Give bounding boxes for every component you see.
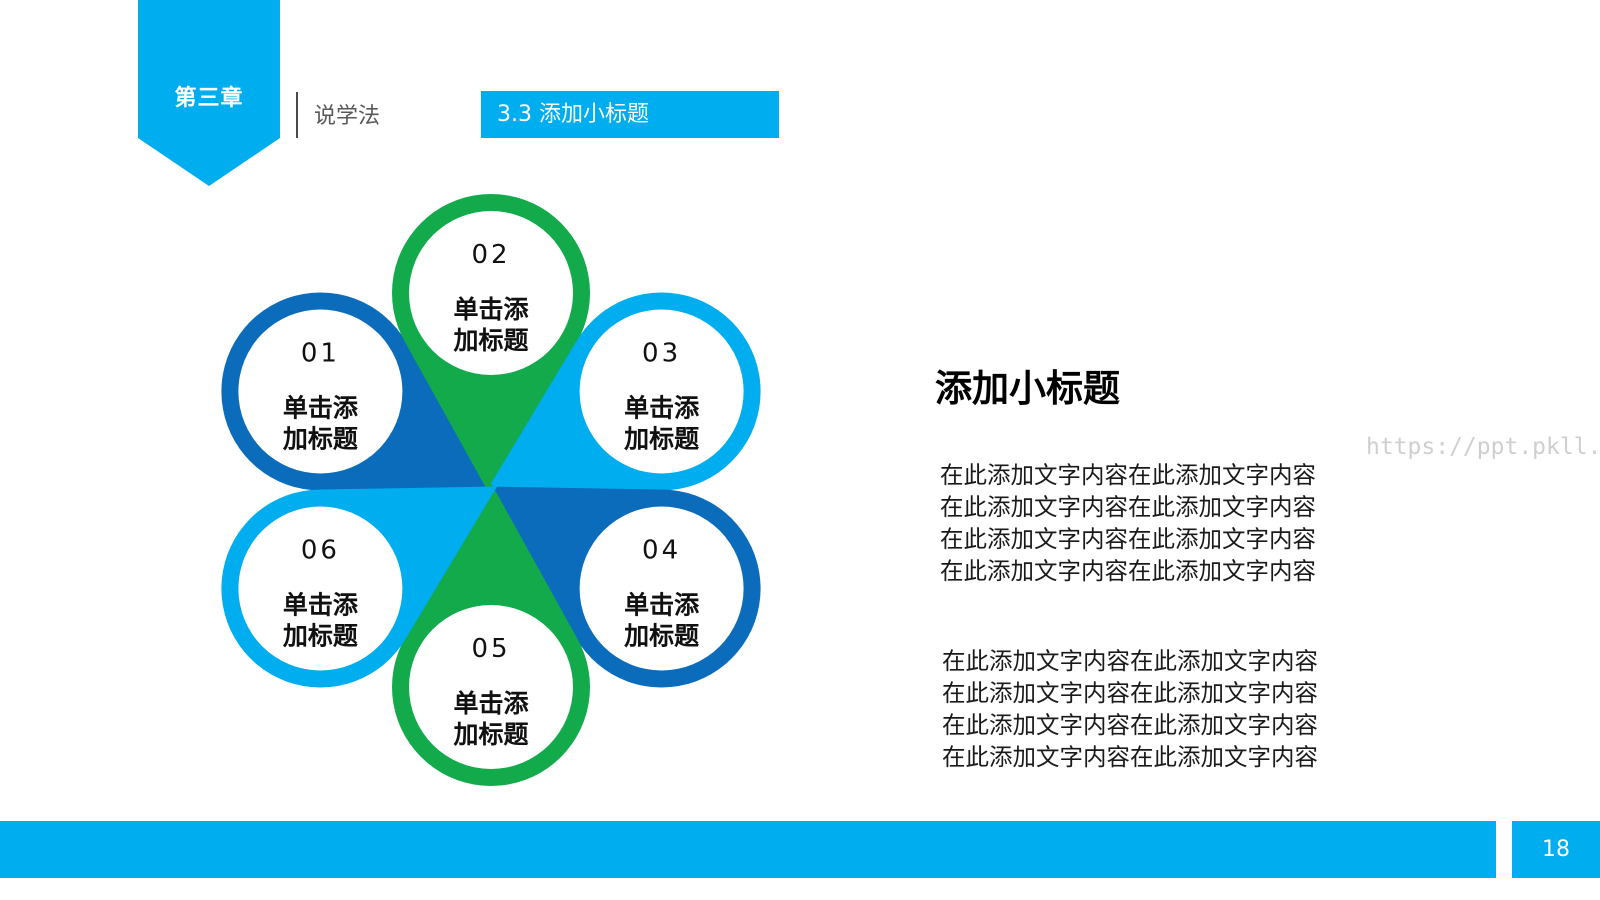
petal-title-line2[interactable]: 加标题: [452, 720, 528, 749]
petal-title-line2[interactable]: 加标题: [623, 622, 699, 651]
subsection-title: 3.3 添加小标题: [481, 91, 779, 138]
petal-number: 02: [471, 240, 510, 270]
chapter-label: 第三章: [174, 86, 244, 111]
paragraph-line: 在此添加文字内容在此添加文字内容: [942, 743, 1318, 771]
petal-title-line1[interactable]: 单击添: [283, 394, 359, 423]
content-title: 添加小标题: [935, 367, 1120, 410]
petal-title-line1[interactable]: 单击添: [624, 591, 700, 620]
petal-title-line1[interactable]: 单击添: [283, 591, 359, 620]
petal-inner-circle: [409, 605, 573, 769]
paragraph-line: 在此添加文字内容在此添加文字内容: [942, 647, 1318, 675]
petal-inner-circle: [409, 211, 573, 375]
page-number: 18: [1512, 821, 1600, 878]
paragraph-line: 在此添加文字内容在此添加文字内容: [940, 493, 1316, 521]
chapter-tab: [138, 0, 280, 186]
petal-title-line2[interactable]: 加标题: [282, 622, 358, 651]
petal-title-line2[interactable]: 加标题: [282, 425, 358, 454]
paragraph-line: 在此添加文字内容在此添加文字内容: [942, 679, 1318, 707]
paragraph-line: 在此添加文字内容在此添加文字内容: [942, 711, 1318, 739]
petal-number: 04: [642, 536, 681, 566]
watermark: https://ppt.pkll.de: [1366, 434, 1600, 460]
petal-inner-circle: [238, 506, 403, 671]
petal-number: 03: [642, 339, 681, 369]
section-name: 说学法: [314, 104, 381, 129]
footer-bar: [0, 821, 1496, 878]
petal-number: 05: [471, 634, 510, 664]
header-divider: [296, 92, 298, 138]
petal-number: 06: [301, 536, 340, 566]
body-paragraph-2: 在此添加文字内容在此添加文字内容 在此添加文字内容在此添加文字内容 在此添加文字…: [942, 645, 1462, 773]
paragraph-line: 在此添加文字内容在此添加文字内容: [940, 525, 1316, 553]
petal-title-line1[interactable]: 单击添: [453, 295, 529, 324]
petal-inner-circle: [238, 309, 403, 474]
petal-title-line1[interactable]: 单击添: [624, 394, 700, 423]
petal-title-line1[interactable]: 单击添: [453, 689, 529, 718]
petal-number: 01: [301, 339, 340, 369]
petal-title-line2[interactable]: 加标题: [452, 326, 528, 355]
petal-inner-circle: [579, 506, 744, 671]
paragraph-line: 在此添加文字内容在此添加文字内容: [940, 557, 1316, 585]
petal-inner-circle: [579, 309, 744, 474]
petal-title-line2[interactable]: 加标题: [623, 425, 699, 454]
paragraph-line: 在此添加文字内容在此添加文字内容: [940, 461, 1316, 489]
body-paragraph-1: 在此添加文字内容在此添加文字内容 在此添加文字内容在此添加文字内容 在此添加文字…: [940, 459, 1460, 587]
